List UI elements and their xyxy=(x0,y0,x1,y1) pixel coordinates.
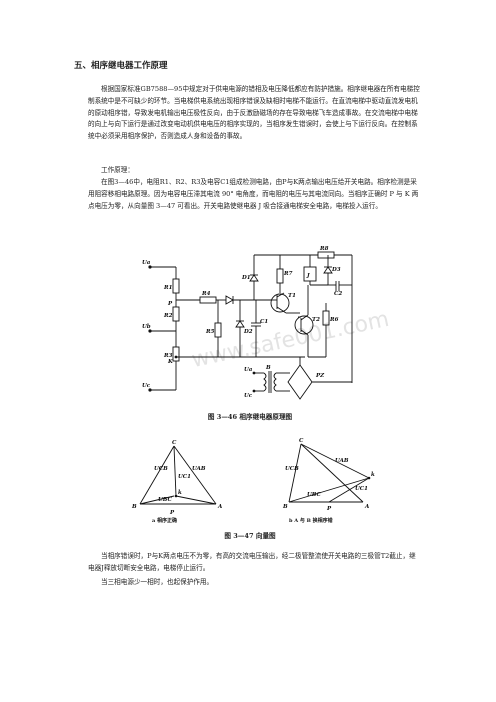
svg-text:R5: R5 xyxy=(205,329,215,335)
watermark: www.safe001.com xyxy=(189,307,391,373)
resistor-r2 xyxy=(172,306,180,322)
resistor-r7 xyxy=(276,268,284,284)
resistor-r4 xyxy=(199,296,217,304)
svg-text:R2: R2 xyxy=(163,313,173,319)
svg-text:R1: R1 xyxy=(163,285,172,291)
svg-text:J: J xyxy=(306,273,310,279)
svg-text:UC1: UC1 xyxy=(355,486,368,492)
resistor-r1 xyxy=(172,278,180,294)
svg-text:C2: C2 xyxy=(334,291,342,297)
resistor-r5 xyxy=(214,322,222,338)
vector-diagram-correct: C B A k P UCB UAB UBC UC1 a 相序正确 xyxy=(131,440,222,524)
svg-text:Ua: Ua xyxy=(244,367,253,373)
section-title: 五、相序继电器工作原理 xyxy=(74,61,168,71)
sub-caption-a: a 相序正确 xyxy=(152,517,177,524)
relay-j xyxy=(303,266,317,282)
svg-text:C: C xyxy=(172,440,177,446)
svg-text:UAB: UAB xyxy=(192,466,206,472)
svg-text:UAB: UAB xyxy=(335,458,349,464)
transformer-b xyxy=(263,372,267,392)
svg-text:B: B xyxy=(265,365,271,371)
rectifier-bridge-pz xyxy=(287,364,313,400)
transistor-t1 xyxy=(270,293,290,313)
svg-text:Uc: Uc xyxy=(244,393,253,399)
svg-text:Ua: Ua xyxy=(142,260,151,266)
svg-text:A: A xyxy=(217,504,222,510)
transistor-t2 xyxy=(294,315,314,335)
svg-text:D1: D1 xyxy=(241,275,251,281)
diode-d2 xyxy=(235,320,245,328)
svg-text:P: P xyxy=(167,301,173,307)
svg-text:R8: R8 xyxy=(319,246,329,252)
svg-text:UBC: UBC xyxy=(158,497,173,503)
svg-text:B: B xyxy=(282,504,288,510)
svg-text:P: P xyxy=(169,510,175,516)
resistor-r8 xyxy=(317,251,335,259)
svg-text:C: C xyxy=(299,438,304,444)
paragraph-intro: 根据国家标准GB7588—95中规定对于供电电源的错相及电压降低都应有防护措施。… xyxy=(88,85,420,141)
figure-3-47-caption: 图 3—47 向量图 xyxy=(224,532,276,540)
svg-text:UBC: UBC xyxy=(307,492,322,498)
diode-d3-zener xyxy=(249,274,259,282)
diode-d1 xyxy=(225,295,234,305)
svg-text:K: K xyxy=(167,359,173,365)
paragraph-phase-error: 当相序错误时，P与K两点电压不为零，有高的交流电压输出，经二极管整流使开关电路的… xyxy=(88,552,416,572)
resistor-r3 xyxy=(172,346,180,362)
svg-text:Ub: Ub xyxy=(142,324,151,330)
circuit-schematic: www.safe001.com xyxy=(142,246,391,400)
svg-text:k: k xyxy=(178,490,182,496)
svg-text:R7: R7 xyxy=(283,271,293,277)
svg-text:UC1: UC1 xyxy=(178,474,191,480)
svg-text:C1: C1 xyxy=(260,319,268,325)
svg-text:B: B xyxy=(131,504,137,510)
paragraph-missing-phase: 当三相电源少一相时，也起保护作用。 xyxy=(101,578,214,586)
svg-text:T2: T2 xyxy=(312,317,320,323)
paragraph-principle: 在图3—46中，电阻R1、R2、R3及电容C1组成检测电路，由P与K两点输出电压… xyxy=(88,178,419,210)
svg-text:D3: D3 xyxy=(331,267,341,273)
svg-text:A: A xyxy=(364,504,369,510)
svg-text:Uc: Uc xyxy=(142,383,151,389)
svg-text:PZ: PZ xyxy=(315,373,325,379)
svg-text:T1: T1 xyxy=(288,293,296,299)
svg-text:D2: D2 xyxy=(243,329,253,335)
svg-text:UCB: UCB xyxy=(154,466,168,472)
svg-text:UCB: UCB xyxy=(285,466,299,472)
vector-diagram-swapped: C B A k P UCB UAB UBC UC1 b A 与 B 换相序错 xyxy=(282,438,375,524)
working-principle-label: 工作原理： xyxy=(101,166,134,174)
svg-text:P: P xyxy=(326,506,332,512)
svg-text:R6: R6 xyxy=(329,317,339,323)
svg-text:R3: R3 xyxy=(163,353,173,359)
svg-text:k: k xyxy=(371,472,375,478)
figure-3-46-caption: 图 3—46 相序继电器原理图 xyxy=(207,413,293,421)
sub-caption-b: b A 与 B 换相序错 xyxy=(289,517,333,524)
svg-text:R4: R4 xyxy=(201,291,211,297)
